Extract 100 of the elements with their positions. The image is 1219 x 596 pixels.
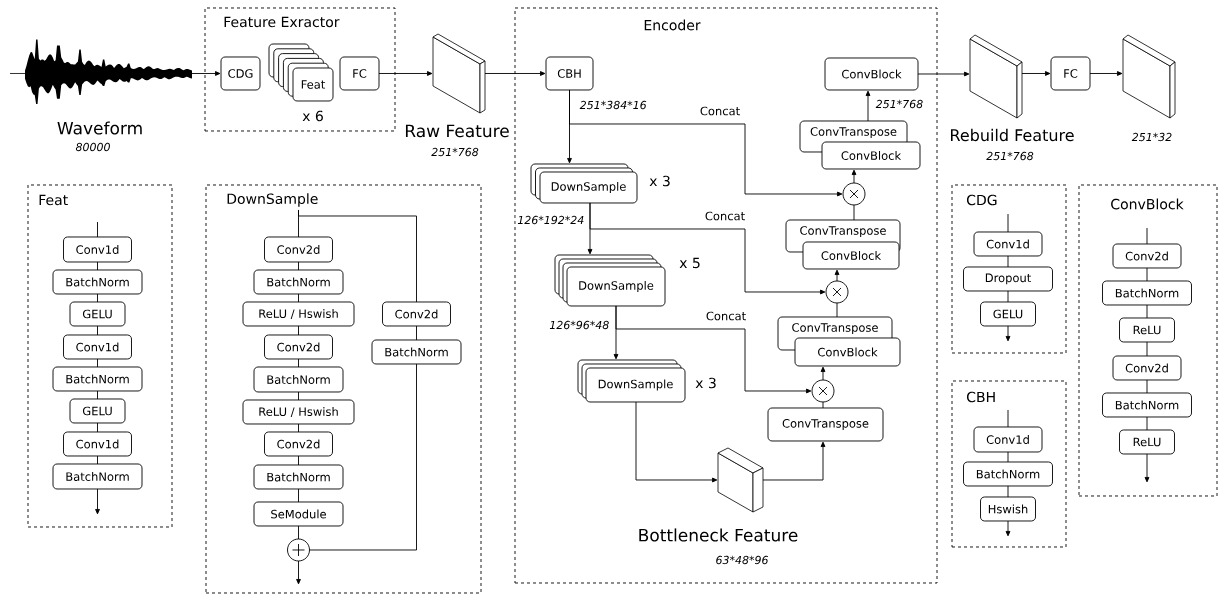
edge-label: Concat bbox=[703, 210, 747, 222]
layer-box: BatchNorm bbox=[52, 366, 143, 392]
waveform-drawing bbox=[9, 39, 192, 105]
connector-line bbox=[298, 488, 299, 503]
layer-box: GELU bbox=[980, 301, 1036, 327]
node-label: Raw Feature bbox=[405, 124, 509, 138]
connector-line bbox=[97, 293, 98, 303]
connector-line bbox=[1146, 379, 1148, 394]
layer-box: Conv2d bbox=[264, 236, 333, 263]
repeat-count: x 3 bbox=[649, 175, 670, 187]
connector-line bbox=[836, 302, 838, 318]
edge-label: Concat bbox=[704, 310, 748, 322]
repeat-count: x 3 bbox=[695, 377, 716, 389]
connector-line bbox=[416, 325, 417, 341]
dimension-label: 251*768 bbox=[431, 147, 479, 157]
edge-label: 126*96*48 bbox=[547, 319, 611, 331]
layer-box: BatchNorm bbox=[371, 339, 462, 365]
dimension-label: 251*768 bbox=[986, 151, 1034, 161]
connector-line bbox=[298, 261, 299, 271]
connector-line bbox=[1146, 341, 1148, 357]
arrow bbox=[834, 269, 840, 282]
node-label: Rebuild Feature bbox=[951, 128, 1074, 142]
layer-box: BatchNorm bbox=[963, 461, 1053, 487]
edge-label: 251*768 bbox=[874, 98, 925, 110]
layer-box: BatchNorm bbox=[253, 464, 344, 490]
arrow bbox=[1144, 453, 1150, 483]
connector-line bbox=[298, 455, 299, 466]
dimension-label: 80000 bbox=[75, 142, 110, 152]
repeat-count: x 6 bbox=[302, 110, 323, 122]
arrow bbox=[851, 169, 857, 184]
layer-box: Conv1d bbox=[63, 334, 132, 360]
connector-line bbox=[1146, 227, 1148, 245]
layer-box: ReLU / Hswish bbox=[242, 399, 355, 425]
layer-box: Conv2d bbox=[382, 301, 451, 327]
multiply-symbol bbox=[825, 280, 849, 304]
layer-box: Conv2d bbox=[1112, 243, 1182, 269]
layer-box: Conv2d bbox=[1112, 355, 1182, 381]
layer-stack: DownSample bbox=[530, 163, 638, 204]
connector-line bbox=[298, 423, 299, 433]
add-symbol bbox=[287, 538, 310, 562]
connector-line bbox=[1146, 304, 1148, 319]
layer-box: Conv1d bbox=[973, 426, 1043, 453]
arrow bbox=[1005, 325, 1011, 342]
connector-line bbox=[1007, 255, 1009, 268]
layer-box: GELU bbox=[69, 301, 126, 327]
connector-line bbox=[853, 204, 855, 221]
connector-line bbox=[1007, 485, 1009, 498]
connector-line bbox=[1146, 416, 1148, 431]
arrow bbox=[1089, 71, 1123, 76]
arrow bbox=[917, 71, 970, 77]
layer-box: ConvBlock bbox=[794, 337, 901, 367]
feature-map-drawing bbox=[969, 34, 1023, 119]
connector-line bbox=[822, 401, 824, 409]
layer-box: Conv1d bbox=[63, 236, 132, 263]
arrow bbox=[569, 89, 843, 197]
arrow bbox=[1005, 520, 1011, 537]
multiply-symbol bbox=[811, 379, 835, 403]
layer-box: BatchNorm bbox=[1102, 392, 1192, 418]
connector-line bbox=[1007, 451, 1009, 463]
feature-map-drawing bbox=[717, 447, 764, 513]
connector-line bbox=[298, 293, 299, 303]
layer-box: BatchNorm bbox=[253, 366, 344, 393]
connector-line bbox=[97, 358, 98, 368]
layer-box: ConvBlock bbox=[802, 241, 900, 270]
edge-label: Concat bbox=[698, 105, 742, 117]
arrow bbox=[484, 71, 546, 76]
layer-box: SeModule bbox=[253, 501, 344, 527]
connector-line bbox=[309, 363, 417, 551]
arrow bbox=[589, 202, 826, 295]
node-label: Bottleneck Feature bbox=[639, 528, 798, 542]
layer-box: CBH bbox=[545, 56, 594, 91]
feature-map-drawing bbox=[432, 33, 486, 114]
layer-box: BatchNorm bbox=[52, 463, 143, 490]
repeat-count: x 5 bbox=[679, 257, 700, 269]
layer-box: ConvBlock bbox=[821, 141, 921, 170]
connector-line bbox=[298, 391, 299, 401]
arrow bbox=[191, 71, 221, 76]
arrow bbox=[820, 366, 826, 381]
dimension-label: 251*32 bbox=[1131, 132, 1172, 142]
layer-box: BatchNorm bbox=[1102, 280, 1192, 306]
layer-box: GELU bbox=[69, 398, 126, 424]
layer-box: ConvTranspose bbox=[767, 407, 884, 442]
layer-box: ReLU / Hswish bbox=[242, 301, 355, 327]
arrow bbox=[615, 305, 812, 394]
arrow bbox=[296, 560, 301, 585]
connector-line bbox=[1007, 409, 1009, 428]
connector-line bbox=[1007, 290, 1009, 303]
layer-box: CDG bbox=[220, 56, 261, 91]
node-label: Waveform bbox=[57, 121, 142, 135]
arrow bbox=[865, 90, 871, 122]
connector-line bbox=[298, 525, 299, 540]
connector-line bbox=[97, 455, 98, 465]
layer-stack: Feat bbox=[268, 43, 334, 102]
layer-box: ReLU bbox=[1119, 429, 1175, 455]
layer-box: BatchNorm bbox=[253, 269, 344, 295]
layer-box: FC bbox=[1050, 56, 1091, 91]
layer-box: Conv2d bbox=[264, 431, 333, 457]
layer-box: Conv1d bbox=[63, 431, 132, 457]
connector-line bbox=[1146, 267, 1148, 282]
layer-stack: DownSample bbox=[577, 359, 686, 403]
